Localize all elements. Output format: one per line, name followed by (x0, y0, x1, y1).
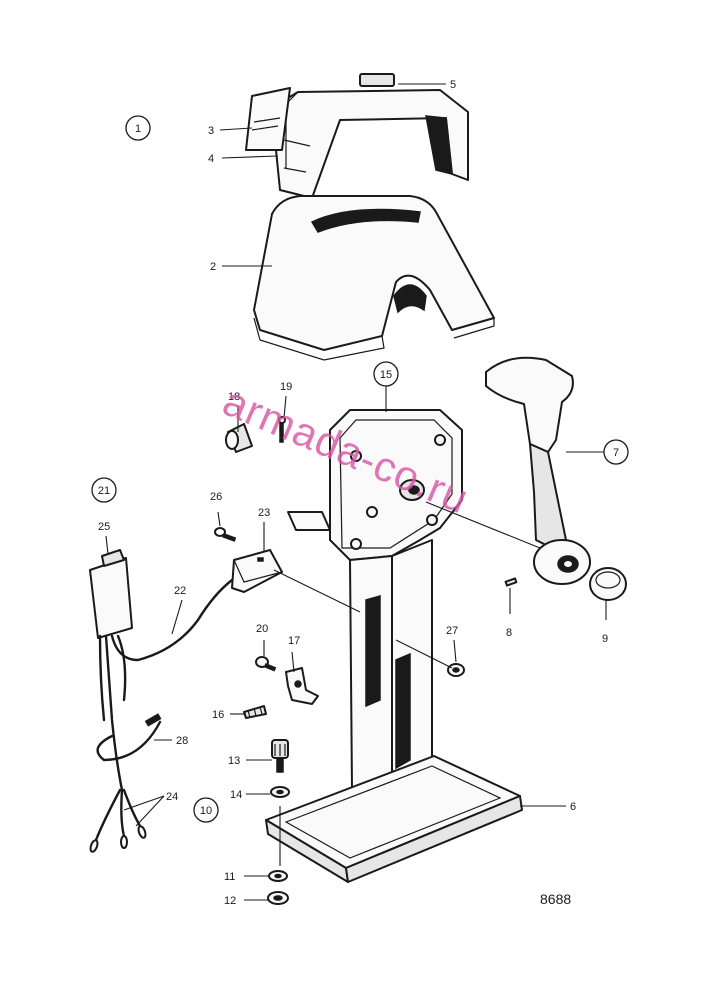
svg-text:15: 15 (380, 369, 392, 381)
microswitch (231, 549, 283, 593)
svg-text:1: 1 (135, 123, 141, 135)
callout-28: 28 (176, 735, 188, 747)
callout-25: 25 (98, 521, 110, 533)
clamp (285, 667, 319, 705)
base-plate (265, 755, 523, 883)
callout-22: 22 (174, 585, 186, 597)
label-plate (245, 87, 291, 151)
callout-3: 3 (208, 125, 214, 137)
nut-27 (447, 663, 465, 677)
figure-number: 8688 (540, 891, 571, 907)
callout-1: 1 (125, 115, 151, 141)
callout-8: 8 (506, 627, 512, 639)
callout-10: 10 (193, 797, 219, 823)
callout-19: 19 (280, 381, 292, 393)
callout-9: 9 (602, 633, 608, 645)
wiring-harness (89, 549, 234, 853)
cover-base (253, 195, 495, 361)
callout-7: 7 (603, 439, 629, 465)
screw-19 (278, 416, 286, 443)
callout-2: 2 (210, 261, 216, 273)
callout-6: 6 (570, 801, 576, 813)
screw-26 (214, 527, 237, 542)
callout-11: 11 (224, 871, 235, 883)
cover-top (267, 89, 469, 199)
callout-4: 4 (208, 153, 214, 165)
svg-text:10: 10 (200, 805, 212, 817)
pin (504, 577, 518, 587)
screw-13 (271, 739, 289, 773)
svg-text:7: 7 (613, 447, 619, 459)
bushing (225, 423, 253, 453)
callout-24: 24 (166, 791, 178, 803)
callout-18: 18 (228, 391, 240, 403)
callout-21: 21 (91, 477, 117, 503)
plug-cap (359, 73, 395, 87)
lever-knob (589, 567, 627, 601)
callout-17: 17 (288, 635, 300, 647)
callout-27: 27 (446, 625, 458, 637)
control-housing (287, 409, 463, 813)
callout-16: 16 (212, 709, 224, 721)
screw-20 (255, 656, 277, 672)
callout-12: 12 (224, 895, 236, 907)
callout-5: 5 (450, 79, 456, 91)
nut-12 (267, 891, 289, 905)
callout-23: 23 (258, 507, 270, 519)
washer-11 (268, 870, 288, 882)
callout-14: 14 (230, 789, 242, 801)
control-lever (485, 356, 591, 585)
callout-20: 20 (256, 623, 268, 635)
screw-16 (243, 705, 267, 719)
washer-14 (270, 786, 290, 798)
callout-13: 13 (228, 755, 240, 767)
callout-15: 15 (373, 361, 399, 387)
callout-26: 26 (210, 491, 222, 503)
svg-text:21: 21 (98, 485, 110, 497)
leader-lines (105, 83, 607, 901)
